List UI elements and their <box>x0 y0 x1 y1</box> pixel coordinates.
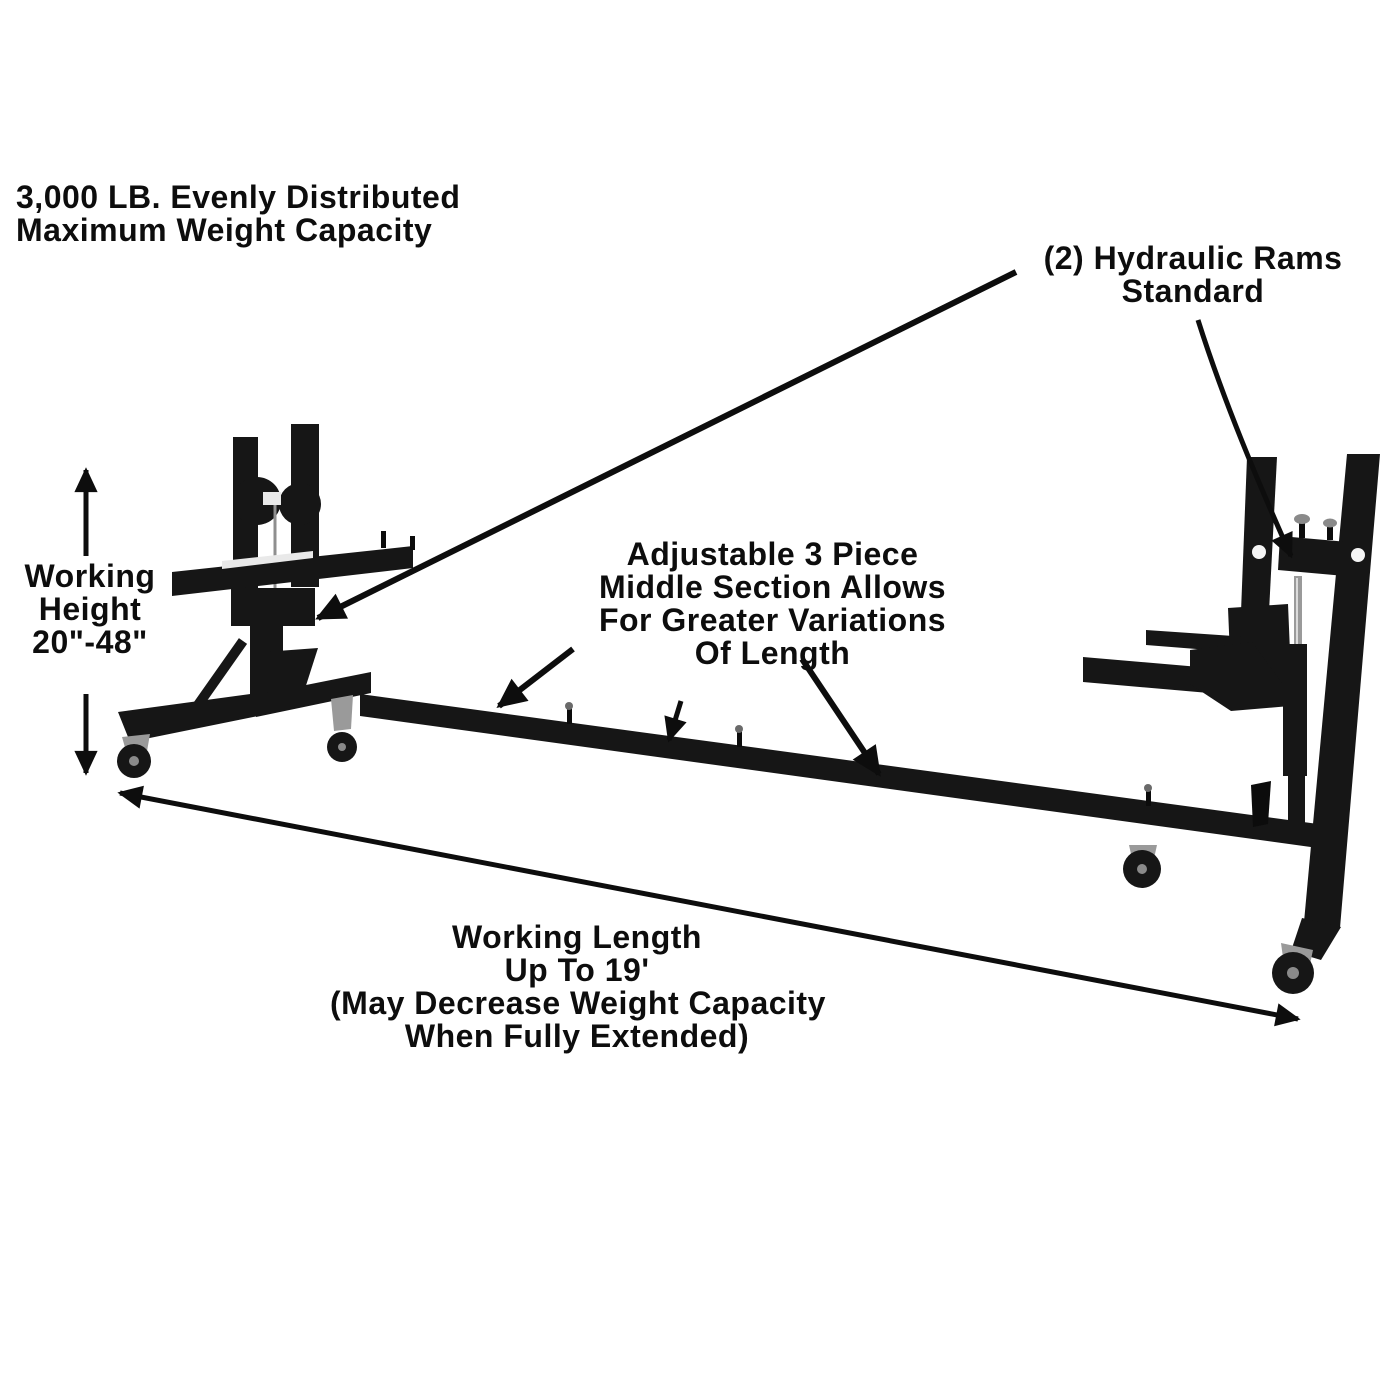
working-length-arrow <box>117 785 1301 1027</box>
hydraulic-rams-callout-line <box>315 269 1018 621</box>
cross-arm-highlight <box>222 551 313 569</box>
pivot-bolt <box>263 492 281 505</box>
working-height-label: Working Height 20"-48" <box>6 560 174 659</box>
thumbscrew-2 <box>1323 518 1337 540</box>
caster-front-left <box>117 734 151 778</box>
caster-swivel-bracket <box>331 695 353 731</box>
cross-arm-peg-1 <box>381 531 386 548</box>
middle-section-line-4: Of Length <box>694 635 851 671</box>
left-stand-pivot-collar-rear <box>233 477 281 525</box>
middle-section-line-2: Middle Section Allows <box>598 569 947 605</box>
hydraulic-rams-label: (2) Hydraulic Rams Standard <box>1020 242 1366 308</box>
left-stand-base-left-leg <box>118 693 258 742</box>
caster-front-right <box>327 695 357 762</box>
left-stand-base-right-leg <box>256 672 371 717</box>
right-stand-post-right <box>1304 454 1380 928</box>
fork-bracket <box>1190 642 1290 711</box>
middle-section-arrow-left <box>496 646 575 709</box>
beam-lock-pin-2 <box>735 725 743 747</box>
caster-hub <box>338 743 346 751</box>
working-length-label: Working Length Up To 19' (May Decrease W… <box>330 919 826 1054</box>
working-length-line-2: Up To 19' <box>504 952 650 988</box>
left-stand-pivot-collar-front <box>279 483 321 525</box>
middle-section-arrow-center <box>664 700 687 743</box>
caster-hub <box>1287 967 1299 979</box>
fork-arm-lower <box>1083 657 1211 693</box>
beam-lock-pin-1 <box>565 702 573 724</box>
hydraulic-rams-callout-curve <box>1195 319 1294 559</box>
caster-hub <box>1137 864 1147 874</box>
max-capacity-line-2: Maximum Weight Capacity <box>16 212 433 248</box>
middle-section-line-1: Adjustable 3 Piece <box>626 536 919 572</box>
callout-arrows <box>74 269 1301 1027</box>
working-length-line-1: Working Length <box>452 919 702 955</box>
middle-section-label: Adjustable 3 Piece Middle Section Allows… <box>565 538 980 670</box>
hydraulic-rams-line-2: Standard <box>1121 273 1265 309</box>
right-stand-post-left <box>1241 457 1277 612</box>
caster-hub <box>129 756 139 766</box>
working-height-line-1: Working <box>24 558 156 594</box>
beam-clamp-lever <box>1251 781 1271 827</box>
working-length-line-3: (May Decrease Weight Capacity <box>330 985 826 1021</box>
post-hole-left <box>1252 545 1266 559</box>
working-length-line-4: When Fully Extended) <box>404 1018 750 1054</box>
cross-arm-peg-2 <box>410 536 415 550</box>
middle-section-line-3: For Greater Variations <box>598 602 947 638</box>
hydraulic-rams-line-1: (2) Hydraulic Rams <box>1043 240 1343 276</box>
thumbscrew-1 <box>1294 514 1310 538</box>
hydraulic-ram-cylinder <box>1283 644 1307 776</box>
working-height-line-2: Height <box>38 591 142 627</box>
max-capacity-label: 3,000 LB. Evenly Distributed Maximum Wei… <box>16 181 460 247</box>
right-stand-cross-block <box>1278 536 1348 576</box>
post-hole-right <box>1351 548 1365 562</box>
right-stand <box>1083 454 1380 994</box>
working-height-line-3: 20"-48" <box>32 624 148 660</box>
left-stand <box>117 424 415 778</box>
left-stand-cross-arm <box>172 546 413 596</box>
max-capacity-line-1: 3,000 LB. Evenly Distributed <box>16 179 461 215</box>
middle-section-arrow-right <box>799 657 882 777</box>
caster-rear-right <box>1272 943 1314 994</box>
hydraulic-ram-lower <box>1288 772 1305 830</box>
